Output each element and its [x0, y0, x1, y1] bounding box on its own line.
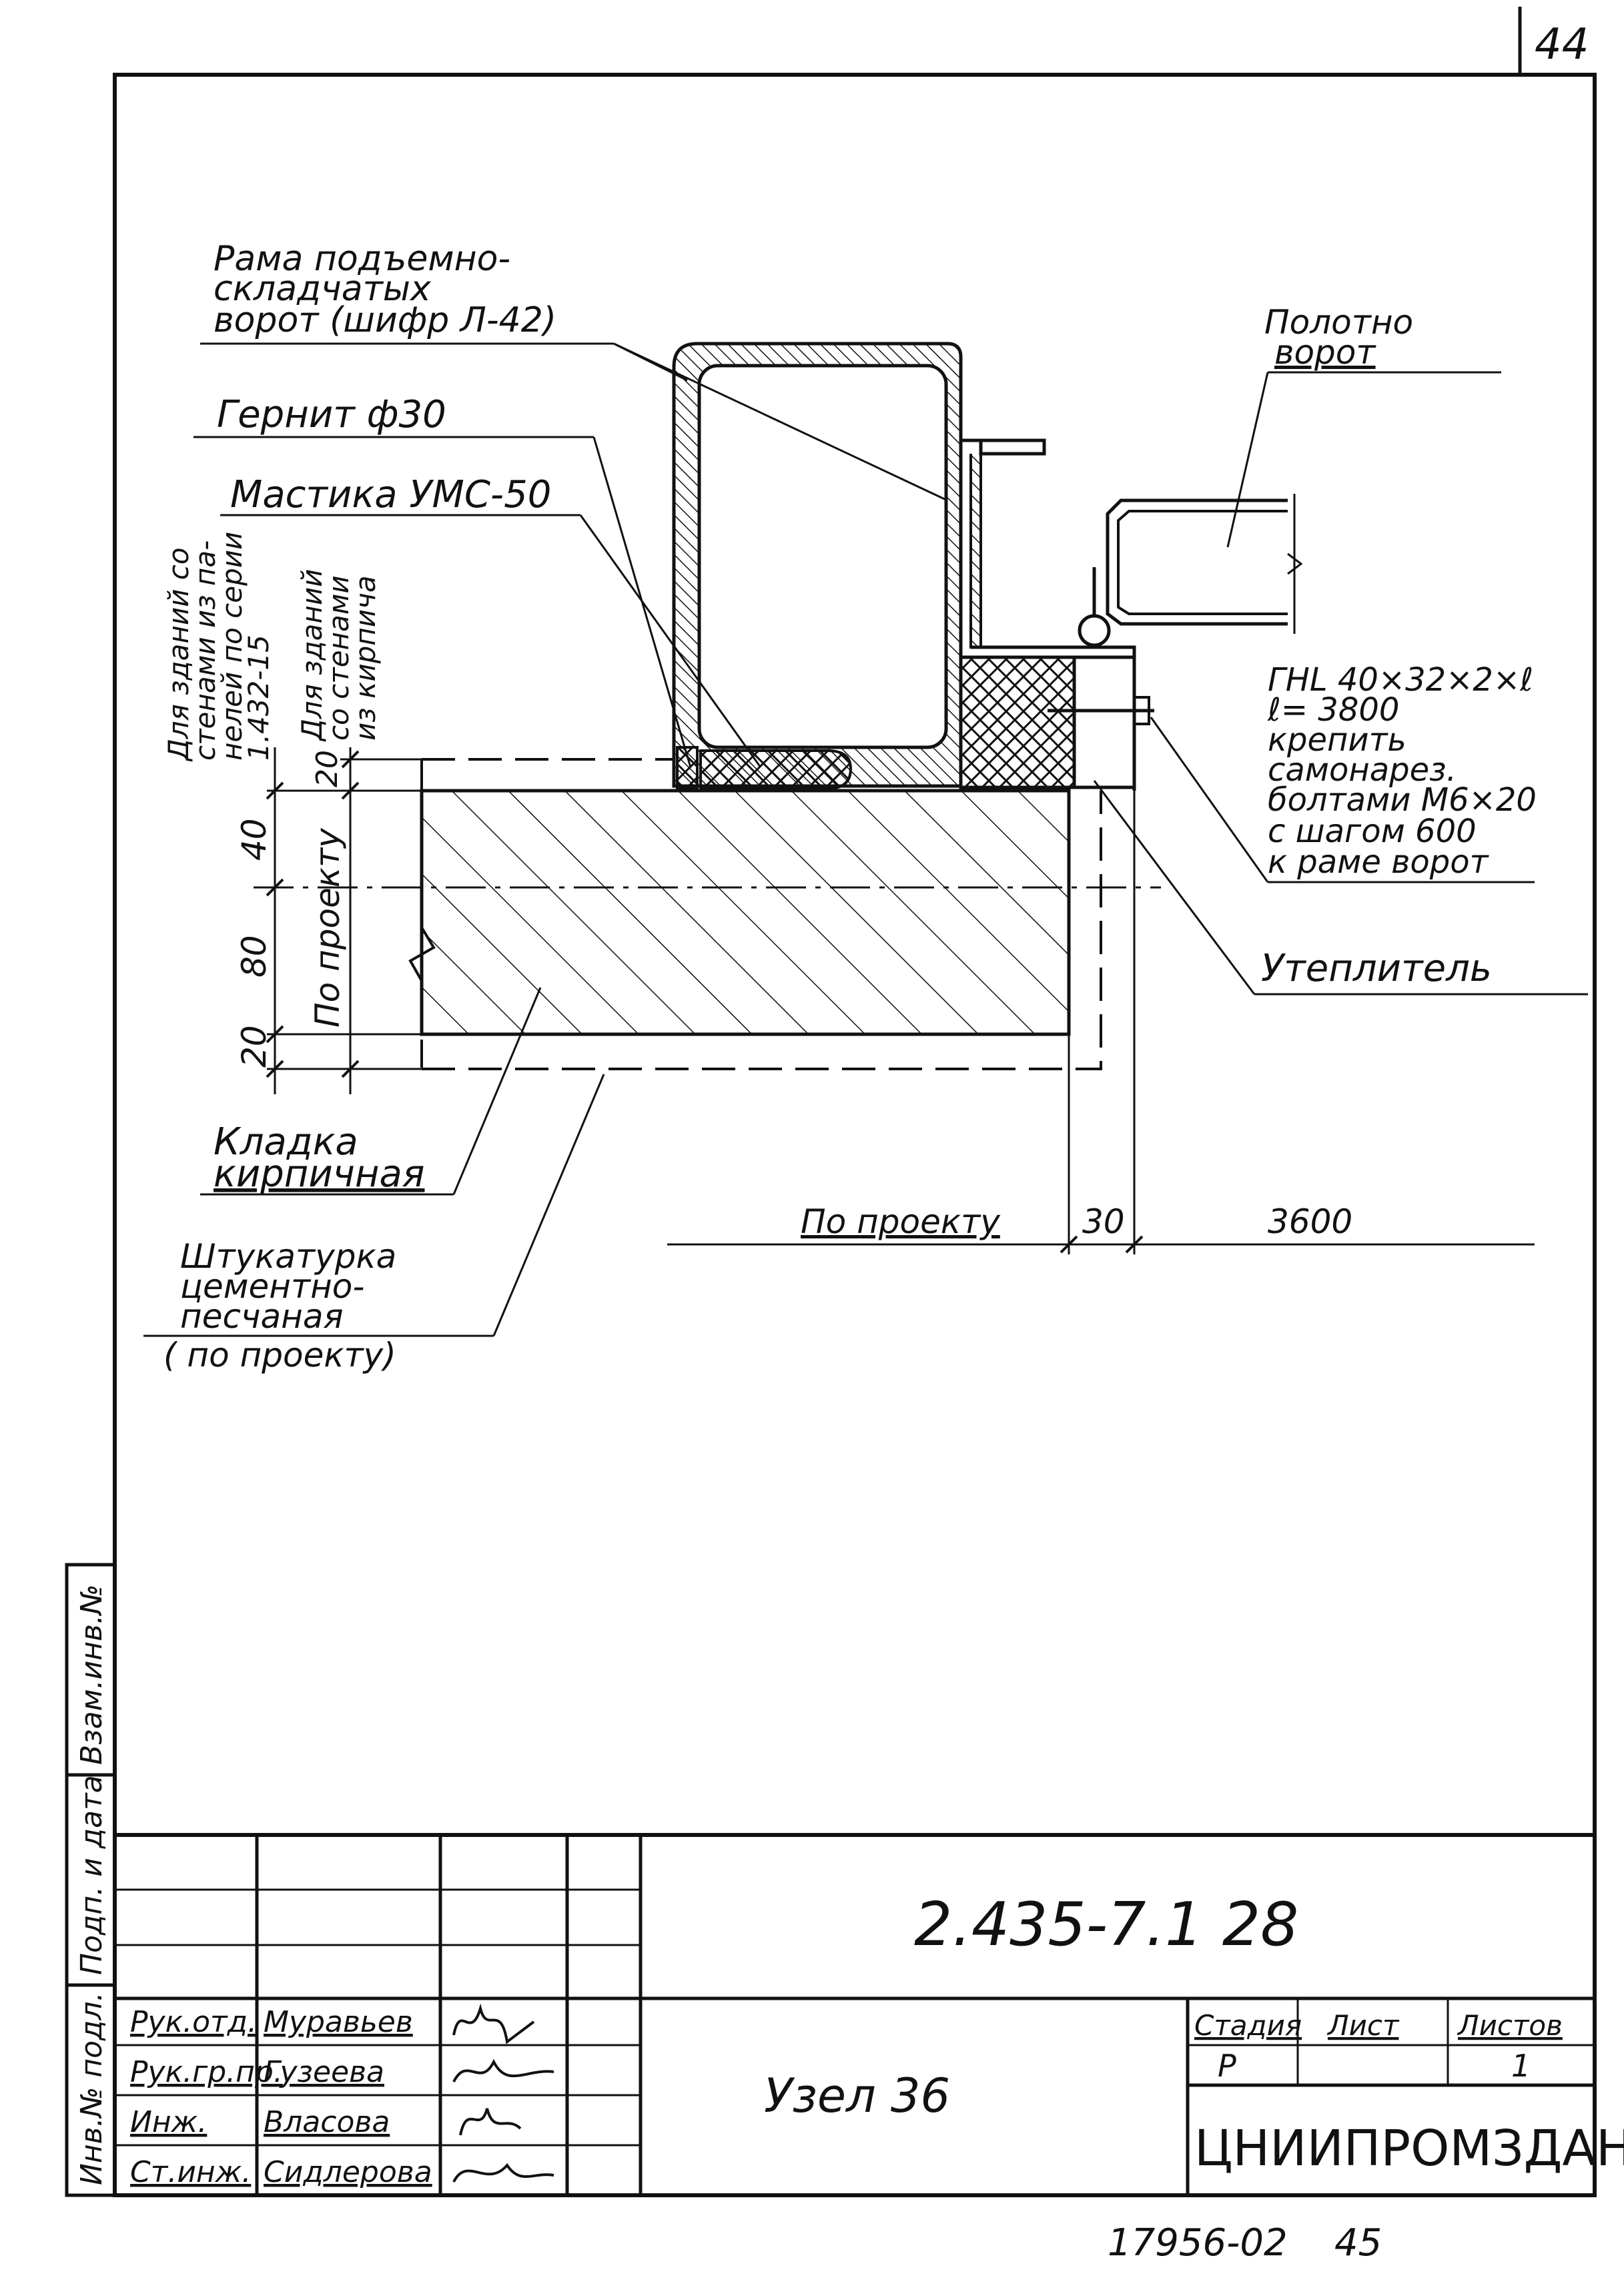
callout-door-leaf-line1: Полотно: [1264, 303, 1413, 342]
signatures: [452, 2003, 554, 2183]
copy-number: 17956-02: [1108, 2221, 1288, 2265]
name-1: Муравьев: [264, 2005, 413, 2039]
role-2: Рук.гр.пр.: [130, 2055, 283, 2089]
callout-plaster-line4: ( по проекту): [163, 1336, 396, 1375]
margin-strip: Инв.№ подл. Подп. и дата Взам.инв.№: [65, 1563, 117, 2197]
callout-angle-line1: ГНL 40×32×2×ℓ: [1268, 661, 1533, 699]
gate-frame-profile: [672, 342, 1046, 788]
detail-drawing: [254, 342, 1303, 1254]
sheet-number: 44: [1535, 20, 1589, 69]
callout-plaster-line1: Штукатурка: [180, 1237, 396, 1276]
name-4: Сидлерова: [264, 2155, 432, 2189]
stage-header: Стадия: [1194, 2009, 1302, 2042]
stage-value: Р: [1218, 2048, 1236, 2084]
role-1: Рук.отд.: [130, 2005, 257, 2039]
note-panel-1: Для зданий со: [162, 547, 195, 762]
sheets-header: Листов: [1457, 2009, 1563, 2042]
insulation-block: [959, 655, 1076, 789]
sheet-header: Лист: [1326, 2009, 1400, 2042]
dim-bottom-3600: 3600: [1268, 1202, 1352, 1241]
door-leaf-profile: [1078, 494, 1303, 647]
callout-angle-line4: самонарез.: [1268, 751, 1457, 789]
note-brick-1: Для зданий: [296, 569, 328, 742]
callout-angle-line3: крепить: [1268, 721, 1406, 759]
margin-label-sign: Подп. и дата: [75, 1775, 109, 1975]
left-dimensions: 40 80 20 20 По проекту Для зданий со сте…: [162, 532, 427, 1094]
callout-mastic: Мастика УМС-50: [230, 473, 551, 516]
name-3: Власова: [264, 2105, 390, 2139]
callout-frame-line2: складчатых: [214, 269, 432, 309]
callout-angle-line2: ℓ= 3800: [1267, 691, 1399, 729]
note-brick-2: со стенами: [322, 575, 355, 741]
callout-frame-line3: ворот (шифр Л-42): [214, 300, 556, 340]
note-panel-3: нелей по серии: [216, 532, 248, 761]
name-2: Гузеева: [264, 2055, 384, 2089]
dim-left-80: 80: [235, 935, 274, 978]
page-number: 45: [1334, 2221, 1382, 2265]
dim-bottom-by-project: По проекту: [801, 1202, 1001, 1241]
note-panel-2: стенами из па-: [189, 540, 222, 761]
title-block: Рук.отд. Рук.гр.пр. Инж. Ст.инж. Муравье…: [113, 1833, 1624, 2197]
dim-bottom-30: 30: [1082, 1202, 1125, 1241]
drawing-title: Узел 36: [764, 2068, 950, 2123]
callout-gernit: Гернит ф30: [217, 393, 446, 436]
callout-angle-line7: к раме ворот: [1268, 843, 1490, 881]
mastic-fill: [699, 749, 853, 790]
margin-label-replace: Взам.инв.№: [75, 1584, 109, 1765]
note-brick-3: из кирпича: [349, 575, 382, 741]
callout-insulation: Утеплитель: [1261, 947, 1492, 990]
callout-masonry-line1: Кладка: [214, 1120, 358, 1164]
callout-angle-line6: с шагом 600: [1268, 813, 1477, 850]
angle-profile: [1072, 655, 1136, 789]
dim-left-20: 20: [235, 1025, 274, 1068]
margin-label-inv: Инв.№ подл.: [75, 1992, 109, 2185]
masonry-block: [420, 789, 1071, 1036]
callout-angle-line5: болтами М6×20: [1268, 781, 1537, 819]
note-panel-4: 1.432-15: [242, 635, 275, 761]
callout-frame-line1: Рама подъемно-: [214, 239, 510, 279]
role-4: Ст.инж.: [130, 2155, 251, 2189]
dim-inner-by-project: По проекту: [308, 827, 347, 1028]
callout-plaster-line2: цементно-: [180, 1267, 364, 1306]
bottom-dimensions: По проекту 30 3600: [667, 1202, 1535, 1254]
dim-left-40: 40: [235, 818, 274, 861]
designation: 2.435-7.1 28: [914, 1890, 1298, 1960]
callout-door-leaf-line2: ворот: [1274, 333, 1376, 372]
role-3: Инж.: [130, 2105, 207, 2139]
organization: ЦНИИПРОМЗДАНИЙ: [1194, 2119, 1624, 2177]
callout-masonry-line2: кирпичная: [214, 1152, 424, 1196]
sheets-value: 1: [1511, 2048, 1531, 2084]
callouts: Рама подъемно- складчатых ворот (шифр Л-…: [143, 239, 1588, 1375]
callout-plaster-line3: песчаная: [180, 1297, 344, 1336]
plaster-outline: [420, 759, 1102, 1070]
dim-inner-20: 20: [310, 750, 344, 787]
